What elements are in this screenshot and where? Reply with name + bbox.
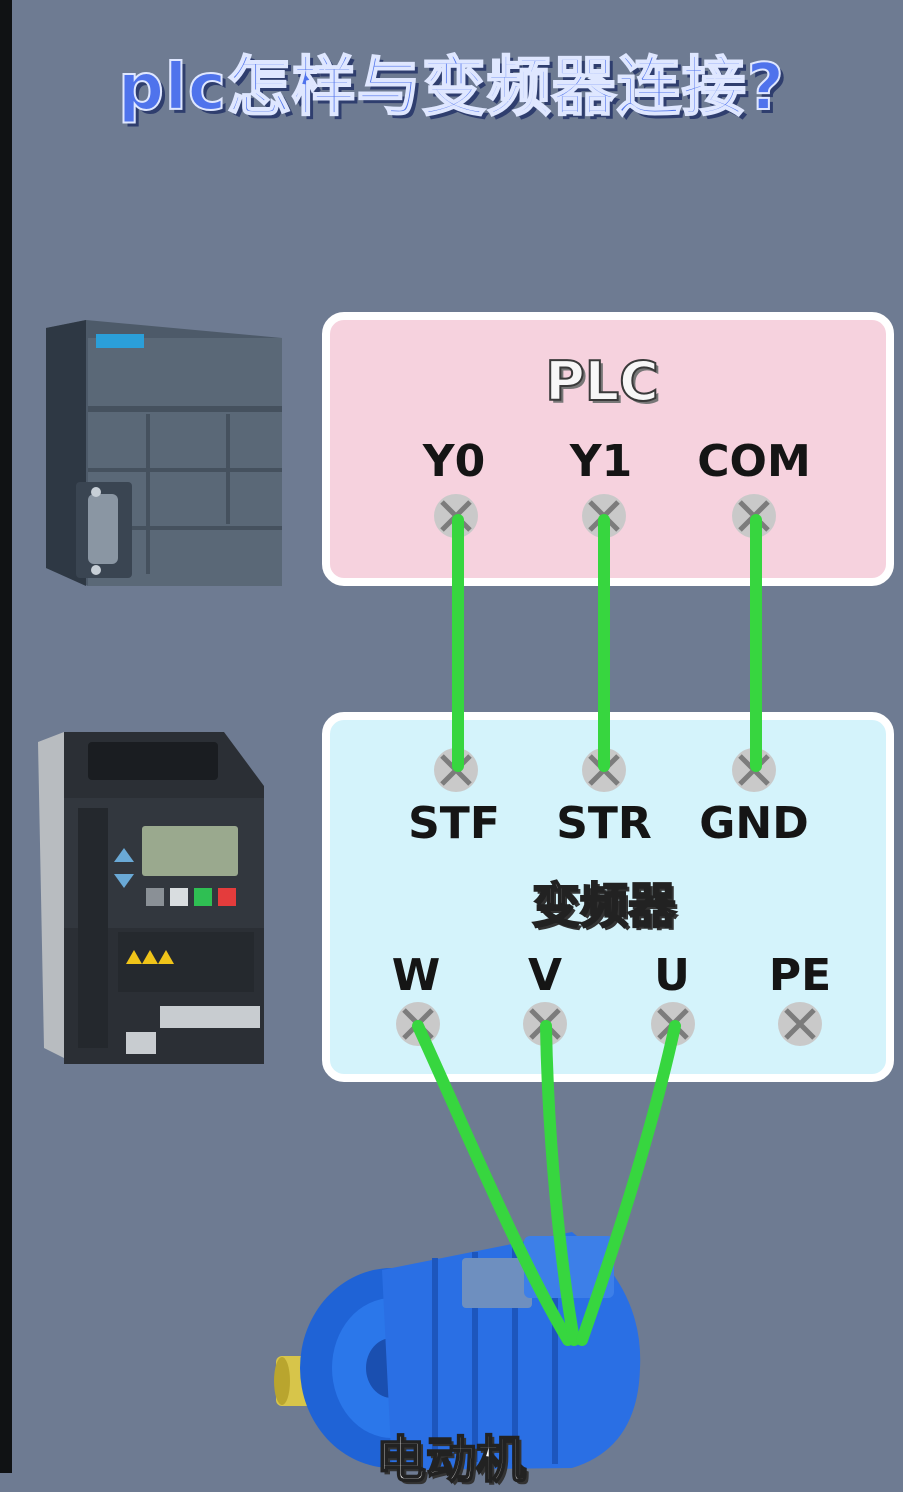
terminal-u-label: U <box>654 950 690 1001</box>
terminal-com-label: COM <box>697 436 811 487</box>
terminal-str-label: STR <box>556 798 652 849</box>
wire-v-motor <box>540 1020 580 1346</box>
plc-label: PLC <box>544 349 660 414</box>
left-edge-strip <box>0 0 12 1473</box>
terminal-v-label: V <box>527 950 563 1001</box>
page-title: plc怎样与变频器连接? <box>117 50 785 126</box>
inverter-device-icon <box>38 732 264 1064</box>
wire-u-motor <box>576 1020 681 1346</box>
terminal-gnd-label: GND <box>699 798 809 849</box>
inverter-label: 变频器 <box>531 877 677 935</box>
terminal-y0-label: Y0 <box>422 436 486 487</box>
motor-label: 电动机 <box>375 1430 527 1490</box>
wire-w-motor <box>412 1020 574 1346</box>
terminal-pe-screw <box>778 1002 822 1046</box>
terminal-pe-label: PE <box>768 950 832 1001</box>
terminal-w-label: W <box>391 950 441 1001</box>
plc-device-icon <box>46 320 282 586</box>
terminal-y1-label: Y1 <box>569 436 633 487</box>
terminal-stf-label: STF <box>408 798 500 849</box>
